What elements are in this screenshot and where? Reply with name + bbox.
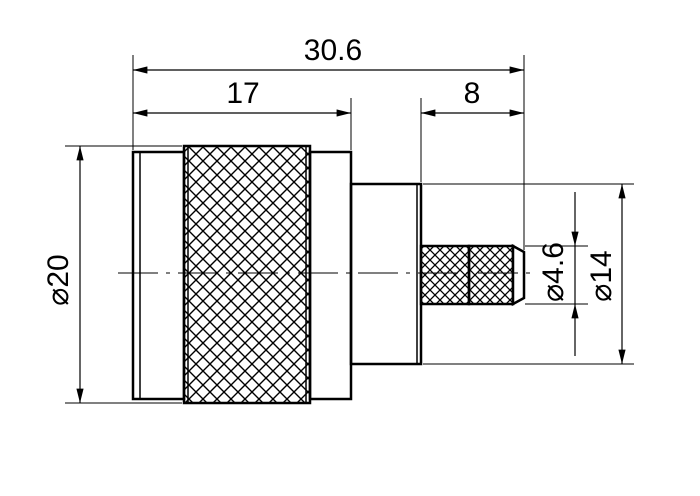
extension-lines [65,55,634,404]
dim-pin-diameter: ⌀4.6 [537,242,570,302]
dim-body-diameter: ⌀20 [42,254,75,305]
crimp-sleeve-outer [467,244,515,306]
pin-tip [511,243,526,307]
knurled-coupling-nut [182,144,312,405]
connector-outline [131,144,526,405]
front-ring [308,150,353,401]
dim-overall-length: 30.6 [304,34,362,67]
dim-pin-length: 8 [464,77,481,110]
dim-body-length: 17 [226,77,259,110]
dim-rear-diameter: ⌀14 [585,250,618,301]
crimp-sleeve-inner [419,244,471,306]
dimension-lines [76,66,626,403]
body-step [349,182,423,366]
